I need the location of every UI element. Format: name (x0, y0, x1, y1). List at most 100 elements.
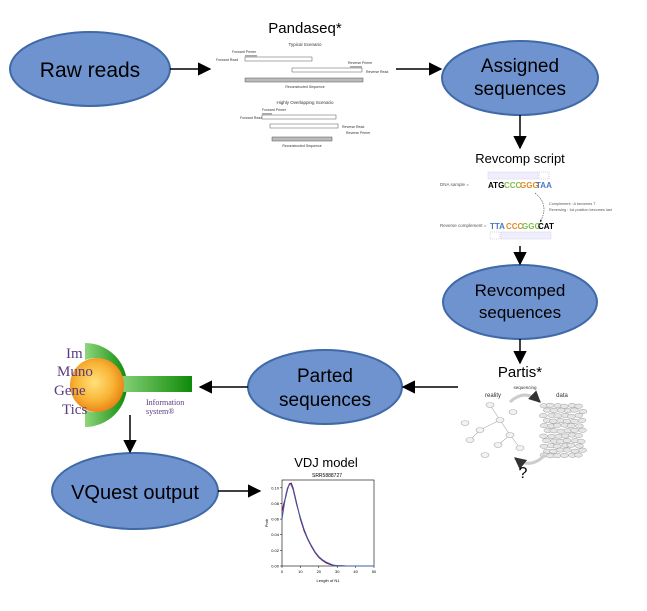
pandaseq-forward-read: Forward Read (216, 58, 238, 62)
pandaseq-forward-primer: Forward Primer (232, 50, 257, 54)
chart-xlabel: Length of N1 (317, 578, 341, 583)
partis-tree (460, 402, 525, 458)
data-sequence-mark (576, 439, 586, 444)
data-sequence-mark (552, 453, 562, 458)
chart-lines (281, 482, 374, 567)
revcomped-label-line2: sequences (479, 303, 561, 322)
revcomp-figure: DNA sample = ATG CCC GGG TAA Complement … (440, 171, 613, 240)
pandaseq-title: Pandaseq* (268, 20, 342, 37)
data-sequence-mark (547, 434, 556, 439)
imgt-green-arc (85, 343, 127, 427)
reversing-note: Reversing : 1st position becomes last (549, 208, 613, 212)
imgt-green-bar (116, 376, 192, 392)
parted-label-line2: sequences (279, 390, 371, 411)
imgt-info-line1: Information (146, 398, 184, 407)
data-sequence-mark (574, 412, 584, 418)
vdj-model-title: VDJ model (294, 455, 358, 470)
partis-figure: reality sequencing data ? (460, 385, 588, 482)
data-sequence-mark (542, 438, 551, 443)
partis-data-label: data (556, 393, 568, 399)
partis-question-mark: ? (519, 465, 528, 482)
pandaseq-reconstructed-2: Reconstructed Sequence (282, 144, 321, 148)
y-tick-label: 0.00 (271, 564, 280, 569)
revcomped-label-line1: Revcomped (475, 281, 566, 300)
data-sequence-mark (570, 407, 579, 413)
data-sequence-mark (560, 453, 569, 458)
data-sequence-mark (556, 428, 566, 434)
revcomp-title: Revcomp script (475, 151, 565, 166)
imgt-logo: Im Muno Gene Tics Information system® (54, 343, 192, 427)
pandaseq-forward-read-2: Forward Read (240, 116, 262, 120)
partis-title: Partis* (498, 364, 542, 381)
data-sequence-mark (574, 433, 583, 438)
x-tick-label: 10 (298, 569, 303, 574)
data-sequence-mark (539, 443, 549, 449)
imgt-line-tics: Tics (62, 402, 87, 418)
y-tick-label: 0.04 (271, 532, 280, 537)
data-sequence-mark (567, 414, 576, 419)
data-sequence-mark (575, 423, 584, 429)
rev-codon-3: GGG (522, 222, 541, 231)
complement-note: Complement : A becomes T (549, 202, 596, 206)
y-tick-label: 0.10 (271, 485, 280, 490)
data-sequence-mark (570, 427, 579, 433)
dna-codon-4: TAA (536, 181, 552, 190)
pandaseq-reverse-primer: Reverse Primer (348, 61, 373, 65)
partis-reality-label: reality (485, 393, 501, 399)
dna-sample-label: DNA sample = (440, 182, 469, 187)
data-sequence-mark (549, 407, 559, 413)
pandaseq-reconstructed-1: Reconstructed Sequence (285, 85, 324, 89)
x-tick-label: 30 (335, 569, 340, 574)
imgt-orange-circle (70, 358, 124, 412)
data-sequence-mark (575, 443, 584, 449)
rev-codon-4: CAT (538, 222, 554, 231)
assigned-label-line2: sequences (474, 79, 566, 100)
data-sequence-mark (566, 423, 576, 429)
chart-title: SRR5888727 (312, 473, 342, 479)
revcomp-curved-arrow (534, 192, 545, 223)
raw-reads-label: Raw reads (40, 59, 140, 82)
partis-top-arc (508, 390, 542, 404)
data-sequence-mark (553, 413, 563, 419)
imgt-info-line2: system® (146, 407, 174, 416)
pandaseq-reverse-read: Reverse Read (366, 70, 388, 74)
imgt-line-im: Im (66, 346, 83, 362)
x-tick-label: 0 (281, 569, 284, 574)
data-sequence-mark (577, 417, 587, 423)
data-sequence-mark (562, 438, 572, 443)
revcomped-sequences-node (442, 264, 598, 340)
rev-codon-2: CCC (506, 222, 524, 231)
x-tick-label: 20 (317, 569, 322, 574)
data-sequence-mark (578, 409, 588, 414)
data-sequence-mark (553, 422, 562, 428)
data-sequence-mark (574, 452, 583, 458)
data-sequence-mark (566, 442, 576, 448)
pandaseq-reverse-primer-2: Reverse Primer (346, 131, 371, 135)
data-sequence-mark (562, 447, 572, 453)
y-tick-label: 0.08 (271, 501, 280, 506)
x-tick-label: 40 (353, 569, 358, 574)
imgt-line-muno: Muno (57, 364, 93, 380)
pandaseq-reverse-read-2: Reverse Read (342, 125, 364, 129)
pandaseq-forward-primer-2: Forward Primer (262, 108, 287, 112)
assigned-label-line1: Assigned (481, 56, 559, 77)
x-tick-label: 50 (372, 569, 377, 574)
position-numbers-top (487, 171, 550, 180)
data-sequence-mark (549, 418, 558, 424)
y-tick-label: 0.06 (271, 517, 280, 522)
imgt-line-gene: Gene (54, 383, 86, 399)
data-sequence-mark (546, 402, 555, 408)
partis-sequencing-label: sequencing (513, 385, 537, 390)
partis-data-cloud (539, 402, 588, 459)
data-sequence-mark (539, 433, 548, 439)
pandaseq-overlap-label: Highly Overlapping Scenario (276, 100, 334, 105)
vquest-label: VQuest output (71, 482, 199, 504)
data-sequence-mark (540, 423, 549, 429)
dna-codon-3: GGG (520, 181, 539, 190)
chart-ylabel: Prob (264, 518, 269, 527)
chart-plot-area (281, 479, 375, 567)
data-sequence-mark (539, 413, 548, 419)
